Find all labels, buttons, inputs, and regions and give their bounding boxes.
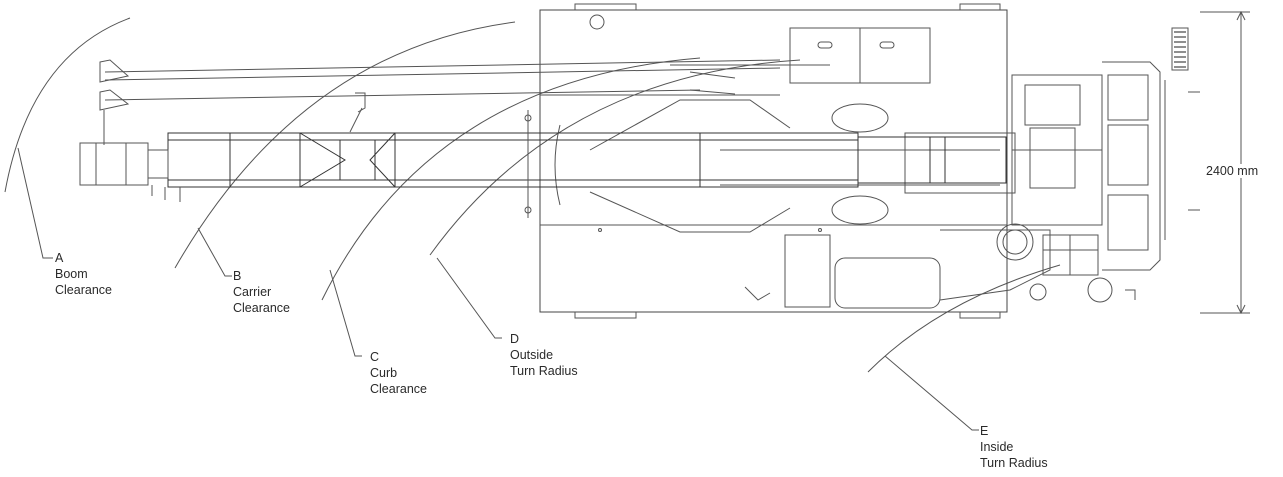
width-dimension-label: 2400 mm [1204, 164, 1261, 178]
callout-line2: Clearance [233, 301, 290, 315]
engine-grille [1174, 31, 1186, 68]
stowed-jib [99, 59, 781, 145]
callout-line1: Outside [510, 348, 554, 362]
boom-clearance-arc [4, 17, 131, 193]
leader-e [884, 355, 979, 431]
leader-b [197, 227, 232, 277]
outside-turn-radius-arc [429, 59, 801, 256]
callout-letter: D [510, 332, 520, 346]
callout-letter: A [55, 251, 64, 265]
callout-line1: Boom [55, 267, 88, 281]
inside-turn-radius-arc [867, 264, 1061, 373]
callout-b-carrier-clearance: B Carrier Clearance [233, 268, 290, 316]
carrier-body [539, 3, 1113, 319]
boom-head [79, 142, 181, 202]
callout-letter: E [980, 424, 989, 438]
callout-line2: Turn Radius [980, 456, 1048, 470]
curb-clearance-arc [321, 57, 701, 301]
callout-line2: Clearance [55, 283, 112, 297]
callout-line1: Carrier [233, 285, 272, 299]
leader-c [329, 269, 362, 357]
callout-a-boom-clearance: A Boom Clearance [55, 250, 112, 298]
callout-line2: Clearance [370, 382, 427, 396]
rear-frame [1102, 27, 1200, 271]
carrier-clearance-arc [174, 21, 516, 269]
callout-d-outside-turn-radius: D Outside Turn Radius [510, 331, 578, 379]
callout-line2: Turn Radius [510, 364, 578, 378]
callout-line1: Curb [370, 366, 398, 380]
callout-c-curb-clearance: C Curb Clearance [370, 349, 427, 397]
callout-letter: B [233, 269, 242, 283]
cab [1011, 74, 1103, 226]
leader-a [17, 147, 53, 259]
leader-d [436, 257, 502, 339]
callout-line1: Inside [980, 440, 1014, 454]
callout-letter: C [370, 350, 380, 364]
width-dimension [1200, 10, 1250, 315]
callout-e-inside-turn-radius: E Inside Turn Radius [980, 423, 1048, 471]
boom-hardware [349, 92, 1136, 301]
superstructure [554, 64, 1016, 233]
telescopic-boom [167, 132, 1007, 188]
